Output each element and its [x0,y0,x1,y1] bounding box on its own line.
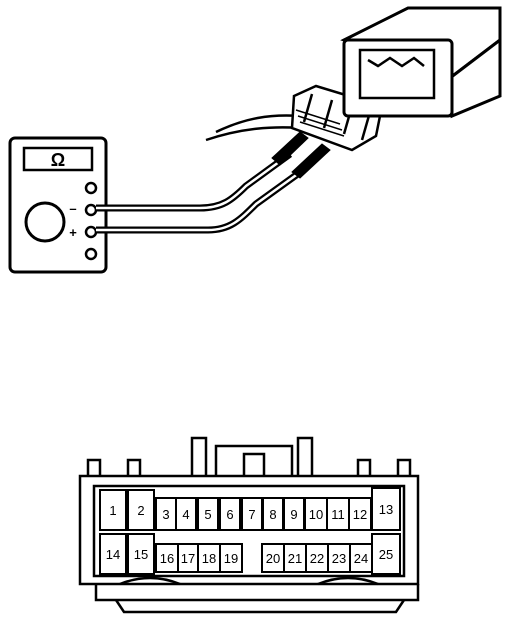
terminal-number: 4 [182,507,189,522]
connector-post [296,436,314,480]
terminal-number: 9 [290,507,297,522]
lead-plus-core [96,166,307,232]
terminal-number: 14 [106,547,120,562]
meter-terminal-minus [84,203,98,217]
control-unit [340,6,502,119]
terminal-cell [219,497,241,531]
terminal-cell [127,533,155,575]
terminal-cell [371,533,401,575]
probe-tip-plus [291,143,331,179]
plus-label: + [69,225,77,240]
meter-display [22,146,94,172]
lead-minus-core [96,152,291,210]
terminal-number: 18 [202,551,216,566]
terminal-number: 23 [332,551,346,566]
terminal-number: 6 [226,507,233,522]
terminal-number: 17 [181,551,195,566]
meter-terminal [84,181,98,195]
terminal-cell [197,497,219,531]
plug-ridge [302,93,314,123]
connector-rail [94,584,420,602]
terminal-number: 16 [160,551,174,566]
terminal-number: 22 [310,551,324,566]
terminal-number: 20 [266,551,280,566]
terminal-number: 2 [137,503,144,518]
latch-key [242,452,266,480]
plug-wires [295,109,345,137]
terminal-cell [99,489,127,531]
terminal-cell [219,543,243,573]
lead-plus [96,165,309,234]
terminal-number: 24 [354,551,368,566]
terminal-cell [175,497,197,531]
terminal-number: 13 [379,502,393,517]
meter-dial-icon [24,201,66,243]
terminal-number: 3 [162,507,169,522]
meter-terminal-plus [84,225,98,239]
terminal-cell [99,533,127,575]
plug-ridge [322,99,334,129]
terminal-cell [127,489,155,531]
terminal-number: 10 [309,507,323,522]
probe-tip-minus [271,131,309,166]
terminal-cell [371,487,401,531]
terminal-number: 12 [353,507,367,522]
connector-rail [317,576,379,586]
connector-rail [114,599,406,614]
unit-socket [358,48,436,100]
terminal-number: 11 [331,507,345,522]
harness-wire [215,114,301,134]
terminal-number: 1 [109,503,116,518]
test-leads [96,131,331,234]
connector-post [190,436,208,480]
terminal-number: 7 [248,507,255,522]
terminal-number: 21 [288,551,302,566]
terminal-number: 15 [134,547,148,562]
connector-rail [119,576,181,586]
minus-label: – [69,201,76,216]
terminal-number: 19 [224,551,238,566]
ohm-symbol: Ω [51,150,65,170]
meter-terminal [84,247,98,261]
terminal-number: 25 [379,547,393,562]
terminal-number: 5 [204,507,211,522]
socket-pins [367,56,425,68]
terminal-number: 8 [269,507,276,522]
